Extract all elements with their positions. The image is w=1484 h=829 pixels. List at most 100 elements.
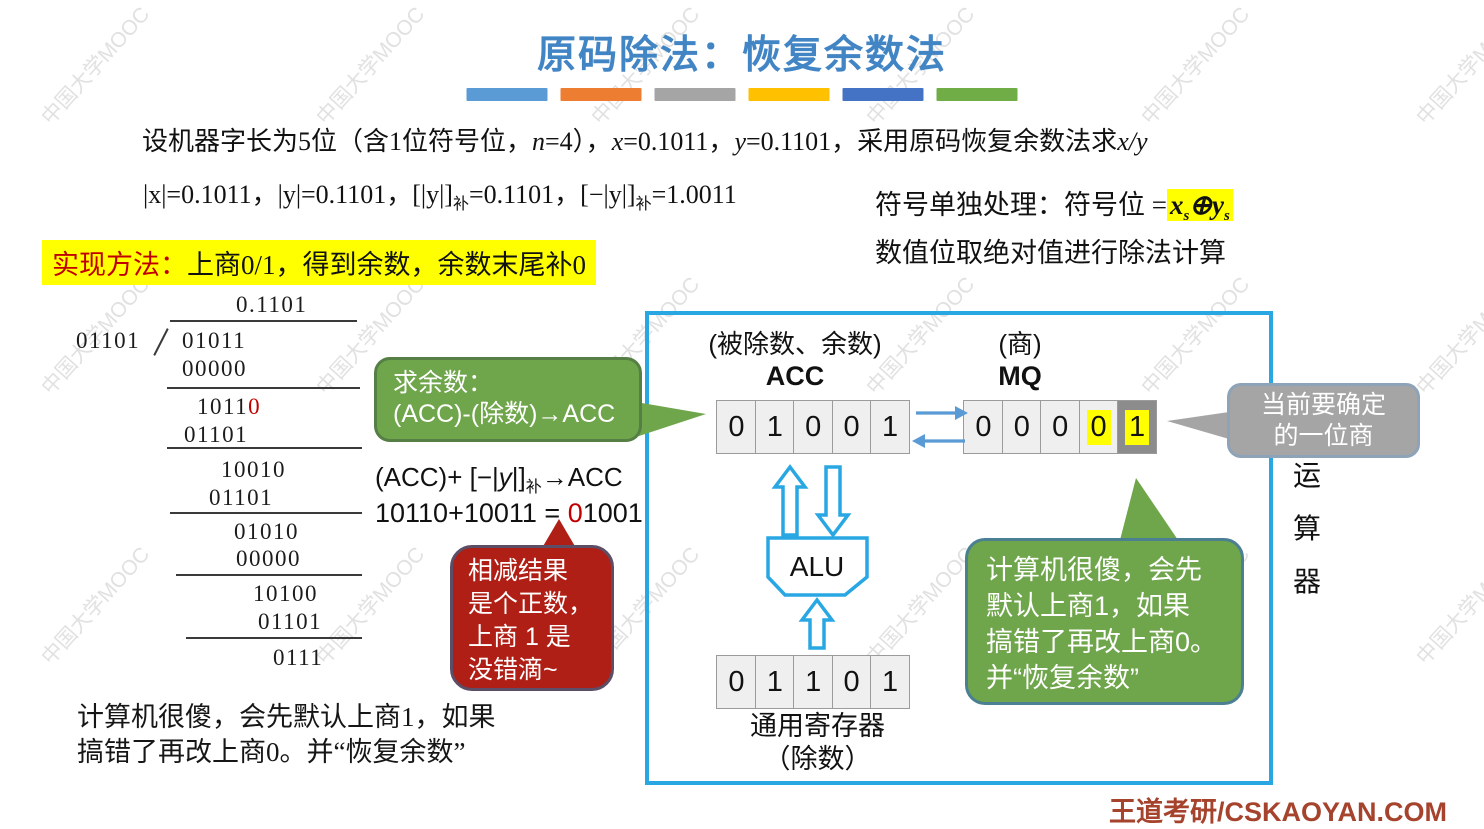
watermark: 中国大学MOOC [1412,272,1484,400]
mq-digit-highlight: 0 [1086,409,1111,445]
xor-expression: xs⊕ys [1166,189,1233,224]
division-dividend: 01011 [182,328,247,353]
current-bubble-line1: 当前要确定 [1260,391,1386,419]
division-rule [186,637,362,639]
acc-cell: 1 [754,400,795,454]
division-remainder: 0111 [273,645,324,670]
acc-caption: (被除数、余数) ACC [695,328,895,392]
acc-cell: 0 [831,400,872,454]
division-quotient: 0.1101 [236,292,308,317]
xor-icon: ⊕ [1189,190,1212,220]
current-quotient-bubble: 当前要确定 的一位商 [1227,383,1420,458]
division-rule [167,387,360,389]
arrow-left-icon [912,434,925,448]
title-divider-bars [466,88,1018,101]
down-block-arrow-icon [814,465,852,538]
division-rule [170,512,362,514]
dumb-computer-bubble: 计算机很傻，会先 默认上商1，如果 搞错了再改上商0。 并“恢复余数” [965,538,1244,705]
divider-bar [748,88,830,101]
subscript-bu: 补 [635,196,652,213]
mq-cell: 0 [1040,400,1081,454]
gpr-cell: 0 [716,655,757,709]
gpr-cell: 0 [831,655,872,709]
intro-text: =0.1011， [623,127,735,156]
var-y: y [734,127,746,156]
division-row: 10010 [221,457,286,482]
division-row: 01101 [258,609,323,634]
mq-label: MQ [998,361,1042,391]
division-vinculum [170,320,357,322]
mq-cell-current: 1 [1117,400,1158,454]
abs-text: =0.1101，[−|y|] [468,180,636,209]
intro-text: =0.1101，采用原码恢复余数法求 [745,127,1118,156]
gpr-caption-line2: （除数） [763,744,872,774]
division-row: 01101 [209,485,274,510]
division-row: 01101 [184,422,249,447]
remainder-bubble-line2: (ACC)-(除数)→ACC [393,400,616,428]
remainder-bubble-tail [636,402,706,437]
mq-caption-text: (商) [998,329,1042,359]
acc-cell: 1 [870,400,911,454]
positive-bubble-line: 没错滴~ [468,656,558,684]
positive-bubble-line: 相减结果 [468,557,569,585]
calculation-line: 10110+10011 = 01001 [375,498,643,529]
positive-result-bubble: 相减结果 是个正数， 上商 1 是 没错滴~ [450,545,614,691]
sign-rule-prefix: 符号单独处理：符号位 = [875,190,1167,220]
intro-text: =4）， [545,127,612,156]
bottom-note-line1: 计算机很傻，会先默认上商1，如果 [77,702,496,732]
sub-s: s [1183,208,1190,224]
dumb-bubble-line: 并“恢复余数” [986,663,1139,693]
absolute-values-line: |x|=0.1011，|y|=0.1101，[|y|]补=0.1101，[−|y… [143,174,737,214]
up-block-arrow-icon [771,464,809,537]
var-x: x [611,127,624,156]
side-label-char: 器 [1292,567,1321,598]
acc-mq-transfer-arrows [912,406,968,448]
dumb-computer-bubble-tail [1120,478,1178,540]
acc-cell: 0 [716,400,757,454]
acc-caption-text: (被除数、余数) [708,329,882,359]
positive-bubble-line: 是个正数， [468,590,594,618]
subscript-bu: 补 [525,479,542,496]
bottom-note: 计算机很傻，会先默认上商1，如果 搞错了再改上商0。并“恢复余数” [77,700,496,770]
bottom-note-line2: 搞错了再改上商0。并“恢复余数” [77,737,466,767]
subscript-bu: 补 [452,196,469,213]
dumb-bubble-line: 默认上商1，如果 [986,591,1191,621]
sign-rule-line2: 数值位取绝对值进行除法计算 [875,238,1226,268]
abs-text: |x|=0.1011，|y|=0.1101，[|y|] [143,180,453,209]
alu-diagram: ALU [766,464,869,650]
positive-bubble-line: 上商 1 是 [468,623,571,651]
gpr-cell: 1 [754,655,795,709]
current-quotient-bubble-tail [1167,412,1229,439]
arrow-right-icon [955,406,968,420]
divider-bar [936,88,1018,101]
current-bubble-line2: 的一位商 [1273,422,1374,450]
mq-register: 0 0 0 0 1 [963,400,1158,454]
sub-s: s [1223,208,1230,224]
division-digits: 1011 [197,394,249,419]
formula-text: →ACC [541,462,623,492]
gpr-up-arrow-icon [798,597,836,650]
division-row: 00000 [236,546,301,571]
gpr-cell: 1 [793,655,834,709]
gpr-caption-line1: 通用寄存器 [750,711,885,741]
remainder-bubble: 求余数： (ACC)-(除数)→ACC [374,357,642,442]
division-row: 10100 [253,581,318,606]
method-label: 实现方法： [52,250,187,280]
operator-unit-box [645,311,1273,785]
watermark: 中国大学MOOC [37,542,155,670]
positive-bubble-tail [542,519,576,548]
division-rule [167,447,362,449]
dumb-bubble-line: 计算机很傻，会先 [986,555,1202,585]
operator-unit-side-label: 运 算 器 [1292,450,1322,609]
alu-shape [766,536,869,597]
calc-text: 10110+10011 = [375,498,568,528]
acc-add-formula: (ACC)+ [−|y|]补→ACC [375,462,623,497]
mq-cell: 0 [1001,400,1042,454]
divider-bar [842,88,924,101]
intro-text: 设机器字长为5位（含1位符号位， [142,127,533,156]
watermark: 中国大学MOOC [312,542,430,670]
var-y: y [498,462,512,492]
alu-label: ALU [790,551,844,582]
mq-cell: 0 [963,400,1004,454]
division-divisor: 01101 [76,328,141,353]
